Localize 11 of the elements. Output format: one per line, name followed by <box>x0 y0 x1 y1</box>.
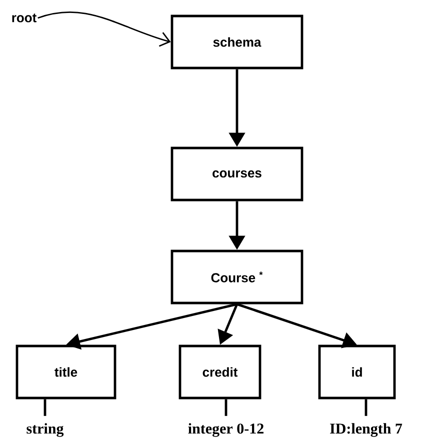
process-box: Course $^{*}$ <box>170 250 304 304</box>
type-label: string <box>26 423 64 437</box>
process-box: id <box>318 344 396 400</box>
type-label: integer 0-12 <box>188 423 264 437</box>
type-label: ID:length 7 <box>330 423 402 437</box>
arrow <box>38 12 171 47</box>
process-box: schema <box>170 14 304 70</box>
process-box: courses <box>170 146 304 202</box>
process-box: title <box>16 344 116 400</box>
process-box: credit <box>178 344 262 400</box>
root-label: root <box>12 14 36 22</box>
